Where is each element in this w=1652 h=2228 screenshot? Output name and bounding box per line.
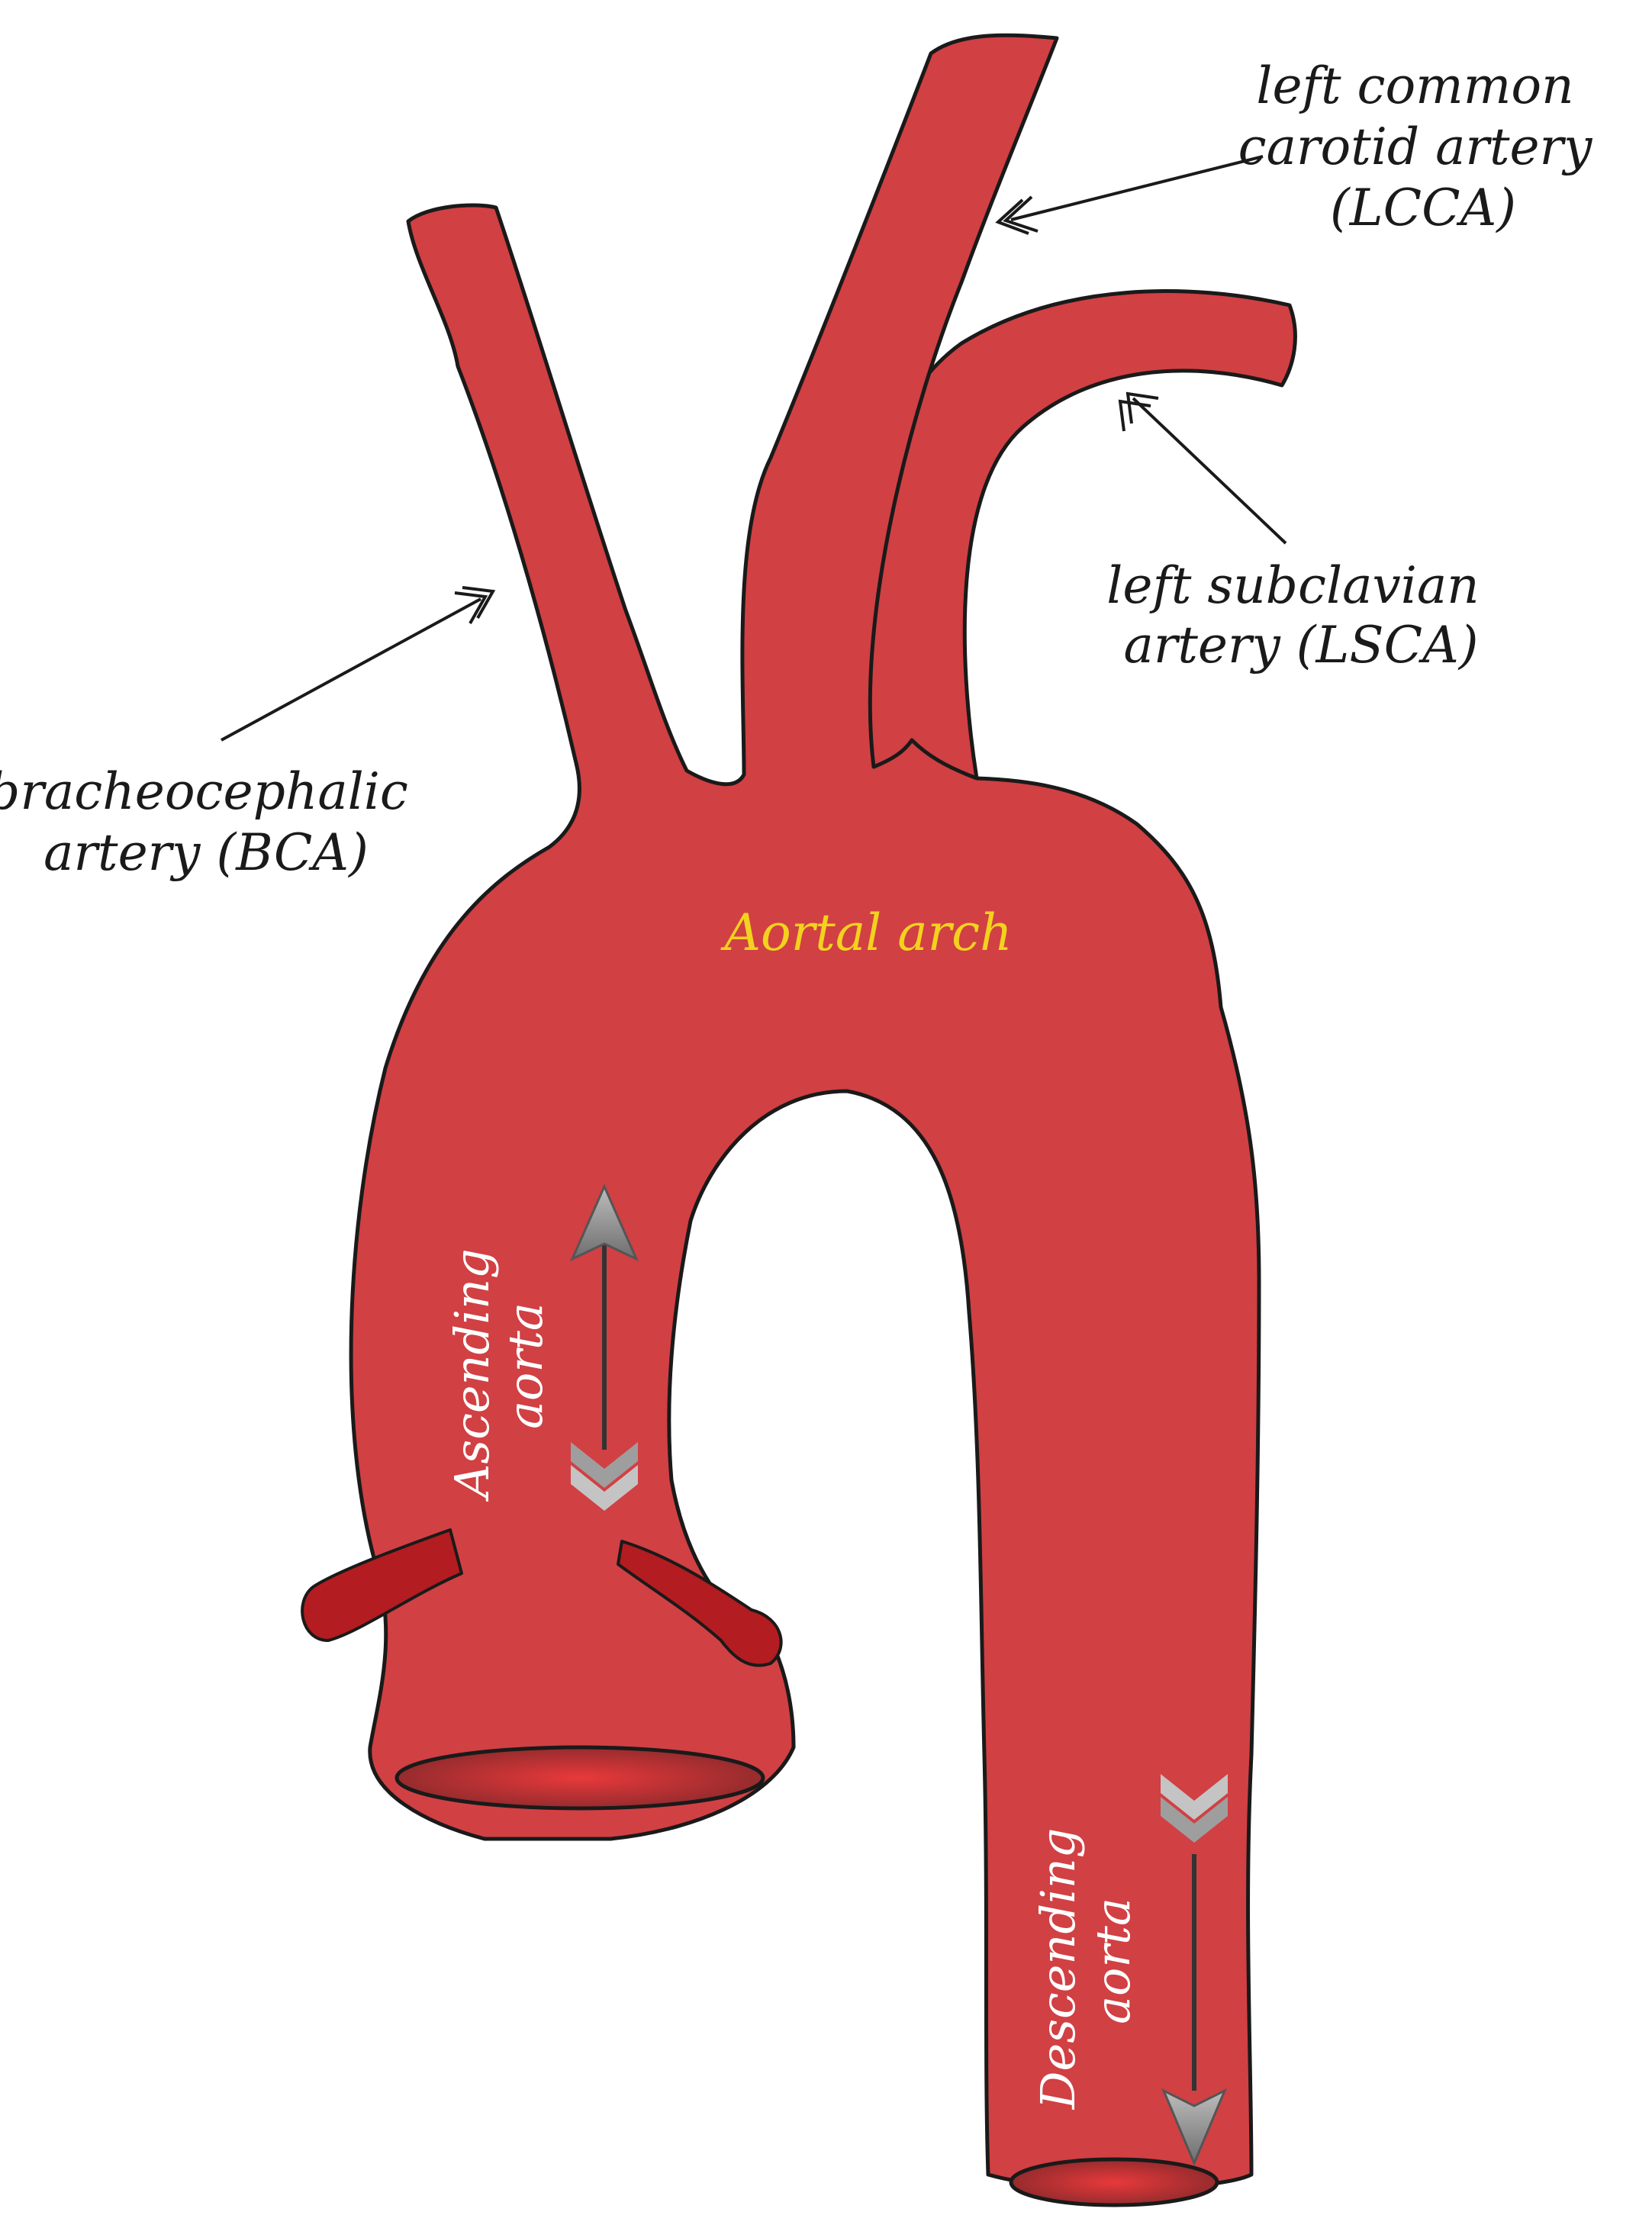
lcca-label: left common carotid artery (LCCA) — [1238, 56, 1609, 237]
bca-pointer — [221, 586, 496, 742]
descending-aorta-opening — [1009, 2157, 1219, 2207]
ascending-aorta-label: Ascending aorta — [444, 1234, 553, 1502]
left-coronary-artery — [301, 1528, 463, 1642]
aortal-arch-label: Aortal arch — [720, 903, 1012, 962]
lsca-pointer — [1118, 391, 1287, 545]
lcca-pointer — [995, 155, 1264, 235]
right-coronary-artery — [617, 1540, 783, 1667]
aorta-body — [349, 33, 1261, 2191]
lsca-label: left subclavian artery (LSCA) — [1106, 556, 1495, 675]
bca-label: bracheocephalic artery (BCA) — [0, 762, 424, 882]
descending-flow-arrow — [1161, 1774, 1228, 2166]
ascending-aorta-opening — [394, 1745, 765, 1811]
descending-aorta-label: Descending aorta — [1030, 1813, 1141, 2110]
ascending-flow-arrow — [569, 1183, 639, 1511]
